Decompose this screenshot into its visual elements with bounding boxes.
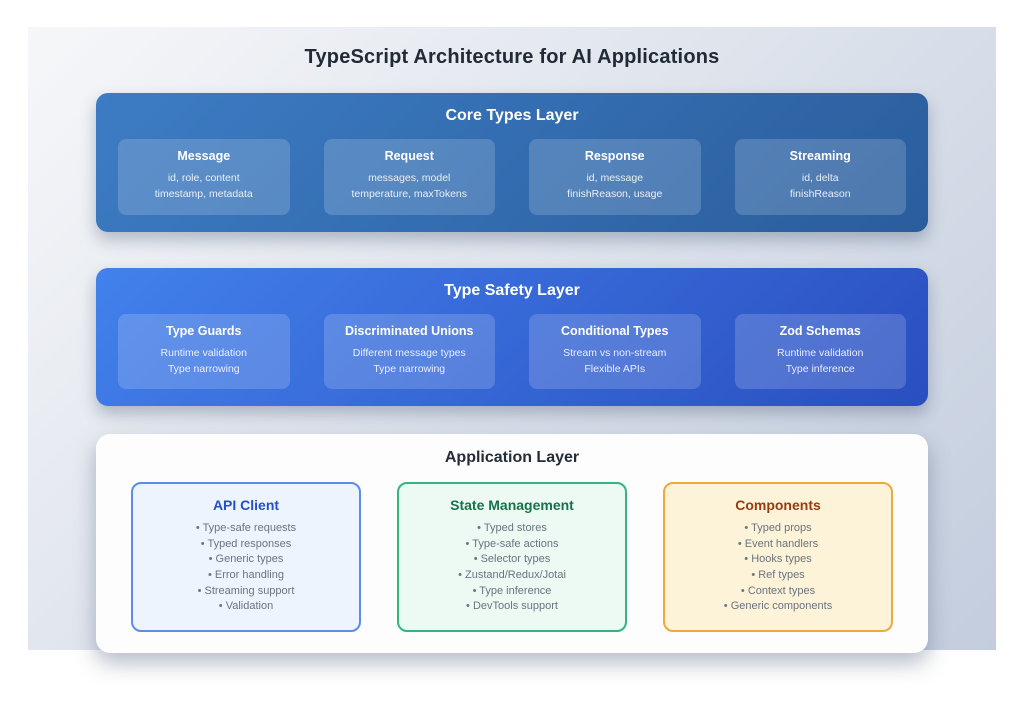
type-card-detail: Type inference bbox=[743, 361, 899, 377]
type-card-detail: Type narrowing bbox=[126, 361, 282, 377]
type-card: Response id, messagefinishReason, usage bbox=[529, 139, 701, 215]
feature-item: • Generic components bbox=[675, 599, 881, 615]
type-card: Type GuardsRuntime validationType narrow… bbox=[118, 314, 290, 390]
application-card-title: Components bbox=[675, 497, 881, 513]
type-card-detail: Different message types bbox=[332, 345, 488, 361]
type-card-title: Type Guards bbox=[126, 324, 282, 338]
type-card: Discriminated UnionsDifferent message ty… bbox=[324, 314, 496, 390]
feature-item: • Typed props bbox=[675, 521, 881, 537]
application-layer: Application Layer API Client • Type-safe … bbox=[96, 434, 928, 653]
feature-item: • Ref types bbox=[675, 568, 881, 584]
feature-item: • Generic types bbox=[143, 552, 349, 568]
type-card: Conditional TypesStream vs non-streamFle… bbox=[529, 314, 701, 390]
type-card-title: Zod Schemas bbox=[743, 324, 899, 338]
type-card-detail: temperature, maxTokens bbox=[332, 186, 488, 202]
diagram-canvas: TypeScript Architecture for AI Applicati… bbox=[28, 27, 996, 650]
type-card: Message id, role, contenttimestamp, metad… bbox=[118, 139, 290, 215]
type-card-title: Conditional Types bbox=[537, 324, 693, 338]
application-card-row: API Client • Type-safe requests• Typed re… bbox=[131, 482, 893, 632]
core-types-layer-title: Core Types Layer bbox=[118, 107, 906, 125]
feature-item: • Zustand/Redux/Jotai bbox=[409, 568, 615, 584]
type-card-detail: finishReason bbox=[743, 186, 899, 202]
feature-item: • Event handlers bbox=[675, 537, 881, 553]
feature-item: • Typed stores bbox=[409, 521, 615, 537]
type-card-detail: Type narrowing bbox=[332, 361, 488, 377]
feature-item: • Type-safe requests bbox=[143, 521, 349, 537]
type-card-detail: Runtime validation bbox=[743, 345, 899, 361]
application-card-title: API Client bbox=[143, 497, 349, 513]
feature-list: • Typed props• Event handlers• Hooks typ… bbox=[675, 521, 881, 615]
type-card-detail: id, role, content bbox=[126, 170, 282, 186]
type-safety-card-row: Type GuardsRuntime validationType narrow… bbox=[118, 314, 906, 390]
feature-list: • Typed stores• Type-safe actions• Selec… bbox=[409, 521, 615, 615]
type-card-detail: timestamp, metadata bbox=[126, 186, 282, 202]
type-card-detail: finishReason, usage bbox=[537, 186, 693, 202]
type-card-detail: id, delta bbox=[743, 170, 899, 186]
type-card-title: Request bbox=[332, 149, 488, 163]
type-safety-layer: Type Safety Layer Type GuardsRuntime val… bbox=[96, 268, 928, 407]
application-card: State Management • Typed stores• Type-saf… bbox=[397, 482, 627, 632]
core-types-card-row: Message id, role, contenttimestamp, metad… bbox=[118, 139, 906, 215]
type-card-detail: id, message bbox=[537, 170, 693, 186]
feature-item: • Typed responses bbox=[143, 537, 349, 553]
type-card-detail: Runtime validation bbox=[126, 345, 282, 361]
type-card-detail: messages, model bbox=[332, 170, 488, 186]
feature-item: • Streaming support bbox=[143, 584, 349, 600]
type-card-title: Message bbox=[126, 149, 282, 163]
type-card-detail: Flexible APIs bbox=[537, 361, 693, 377]
type-card: Request messages, modeltemperature, maxTo… bbox=[324, 139, 496, 215]
feature-item: • Type inference bbox=[409, 584, 615, 600]
type-card-title: Discriminated Unions bbox=[332, 324, 488, 338]
core-types-layer: Core Types Layer Message id, role, conten… bbox=[96, 93, 928, 232]
application-card: Components• Typed props• Event handlers•… bbox=[663, 482, 893, 632]
feature-item: • Context types bbox=[675, 584, 881, 600]
feature-item: • Error handling bbox=[143, 568, 349, 584]
type-card-detail: Stream vs non-stream bbox=[537, 345, 693, 361]
feature-item: • Hooks types bbox=[675, 552, 881, 568]
type-card: Zod SchemasRuntime validationType infere… bbox=[735, 314, 907, 390]
application-card: API Client • Type-safe requests• Typed re… bbox=[131, 482, 361, 632]
application-layer-title: Application Layer bbox=[131, 449, 893, 467]
type-safety-layer-title: Type Safety Layer bbox=[118, 282, 906, 300]
type-card-title: Streaming bbox=[743, 149, 899, 163]
feature-item: • Type-safe actions bbox=[409, 537, 615, 553]
feature-item: • DevTools support bbox=[409, 599, 615, 615]
type-card: Streaming id, deltafinishReason bbox=[735, 139, 907, 215]
application-card-title: State Management bbox=[409, 497, 615, 513]
feature-list: • Type-safe requests• Typed responses• G… bbox=[143, 521, 349, 615]
type-card-title: Response bbox=[537, 149, 693, 163]
feature-item: • Selector types bbox=[409, 552, 615, 568]
feature-item: • Validation bbox=[143, 599, 349, 615]
diagram-title: TypeScript Architecture for AI Applicati… bbox=[96, 46, 928, 69]
